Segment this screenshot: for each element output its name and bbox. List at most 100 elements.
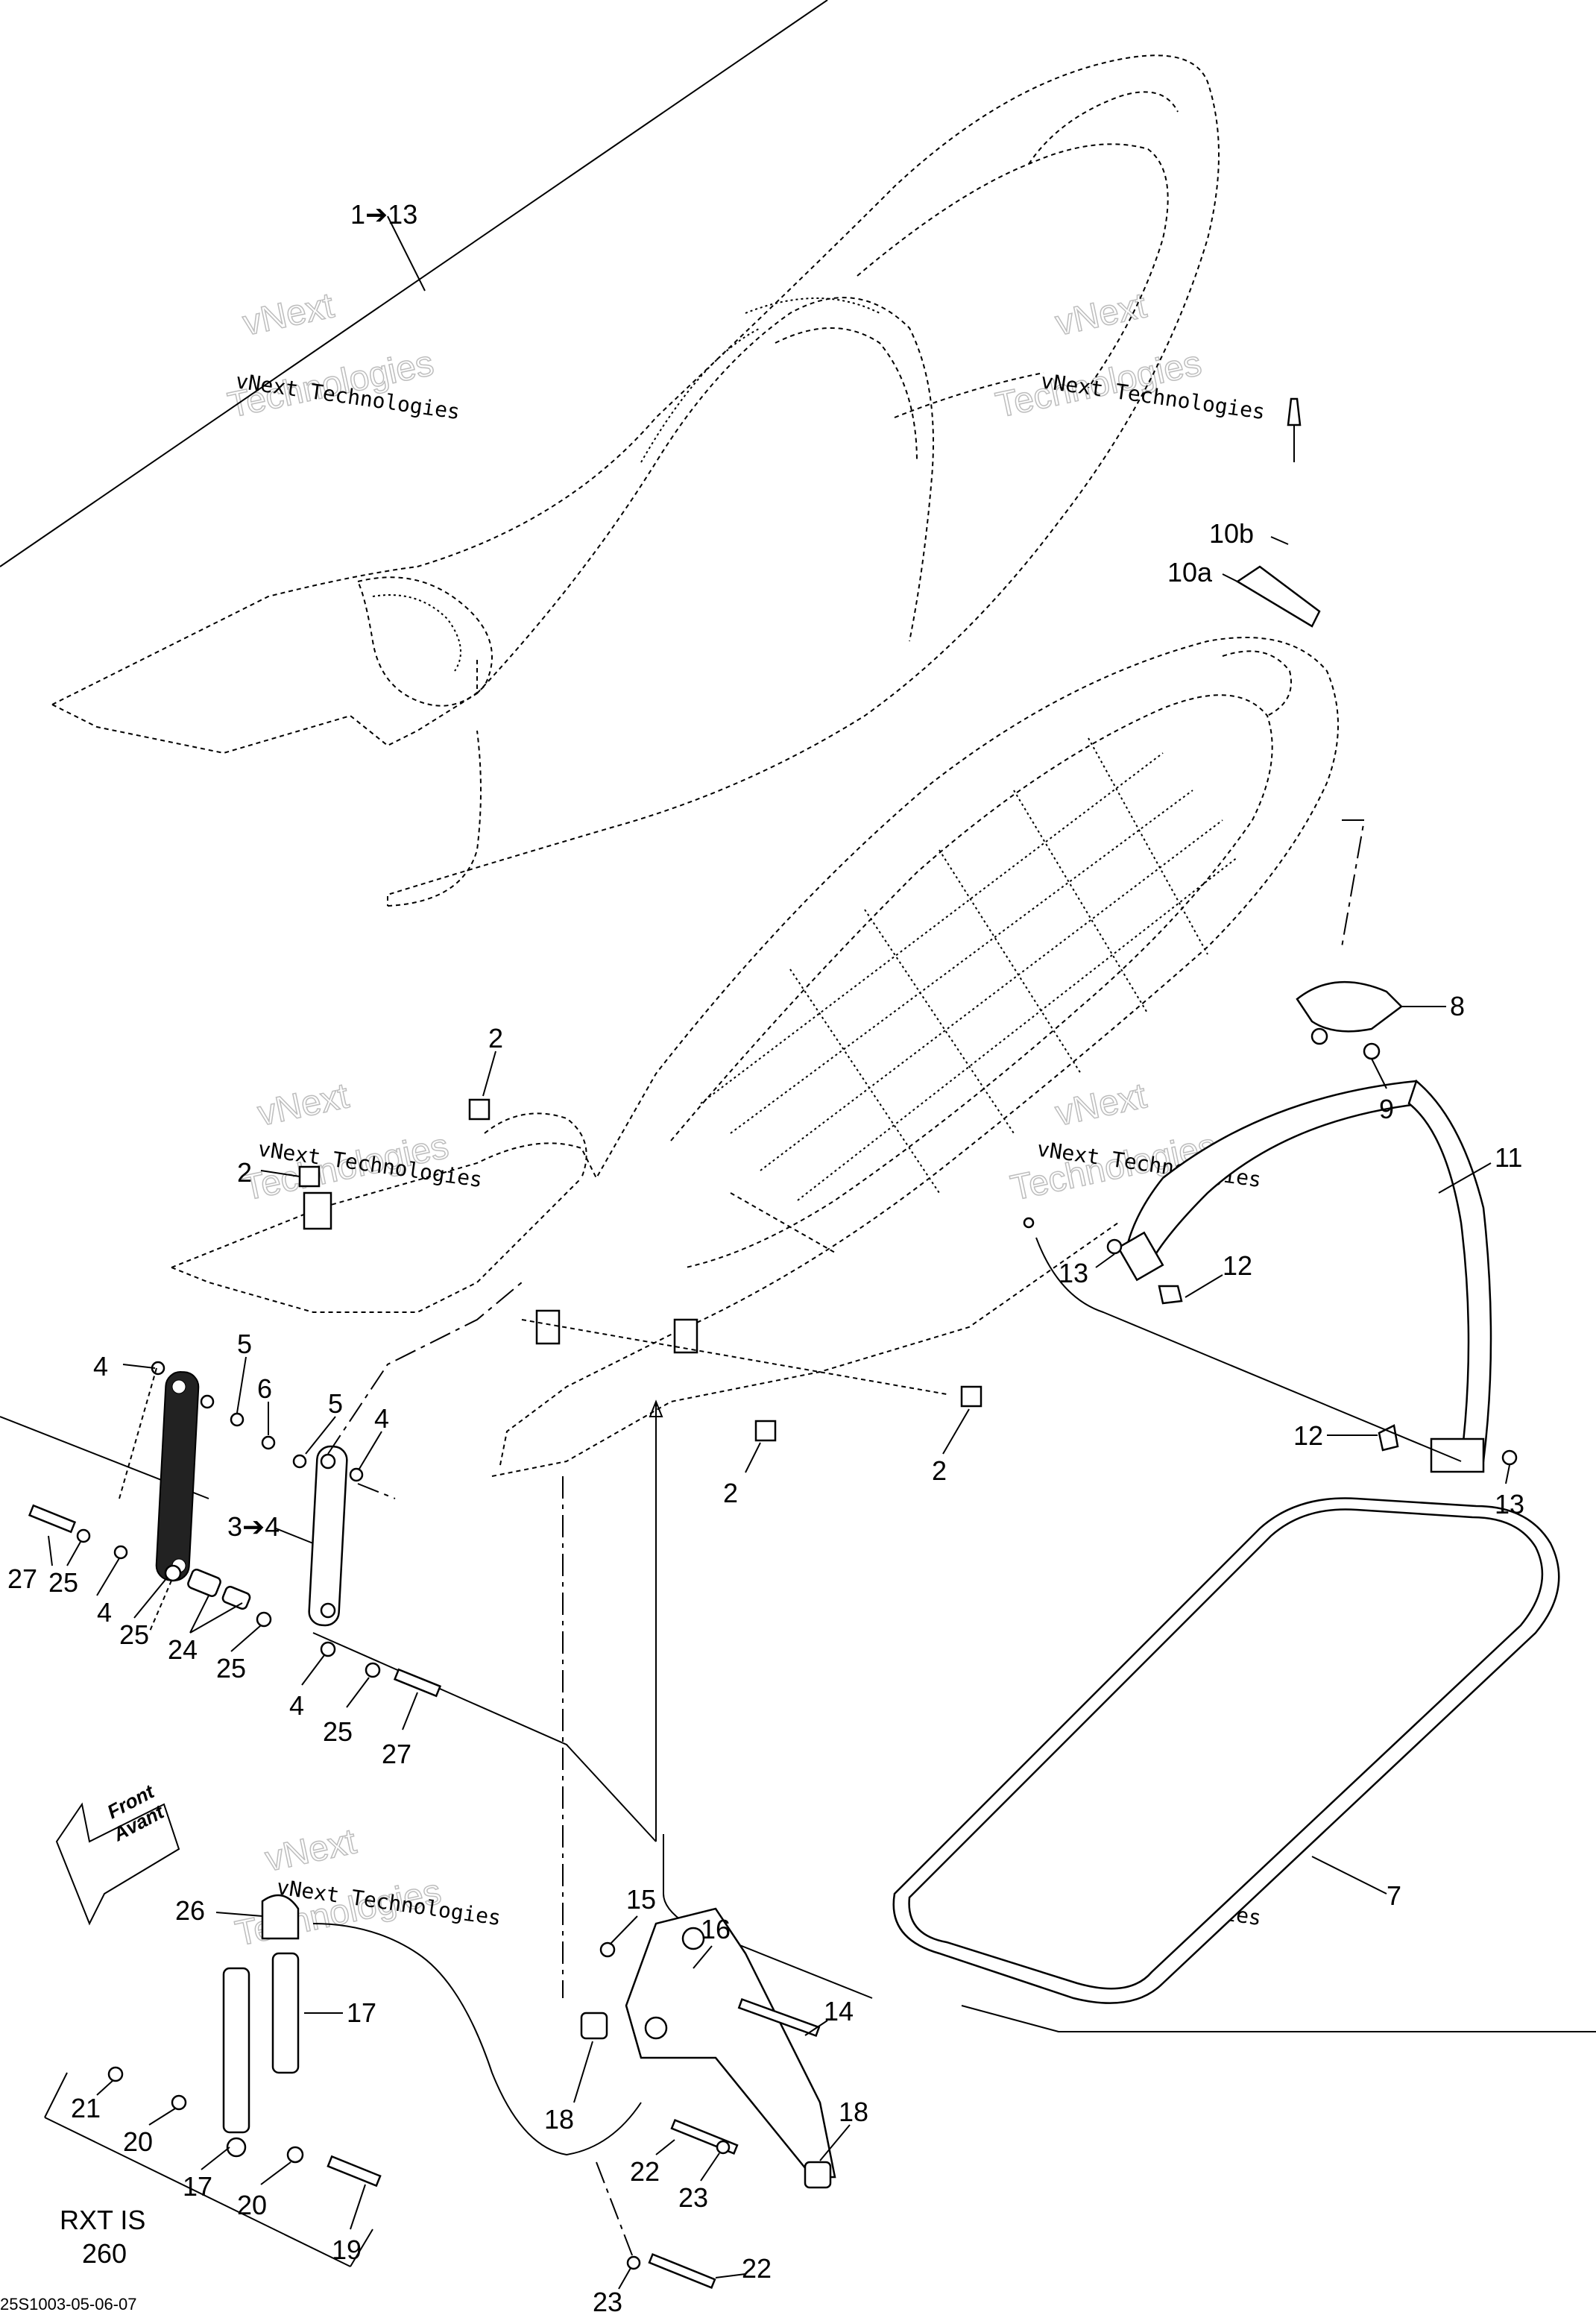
assembly-line [1341, 819, 1366, 948]
seat-rear-contour [857, 143, 1169, 388]
leader-14 [804, 2020, 828, 2036]
callout-25b: 25 [119, 1619, 149, 1650]
callout-22b: 22 [742, 2253, 772, 2284]
callout-17b: 17 [347, 1997, 376, 2028]
callout-9: 9 [1379, 1094, 1394, 1124]
seat-top-seam [745, 297, 880, 314]
leader-18a [573, 2041, 593, 2103]
shock-bracket [107, 1894, 836, 2290]
leader-4b [359, 1431, 382, 1470]
callout-4a: 4 [93, 1351, 108, 1382]
washer-6 [261, 1435, 276, 1450]
model-bracket: RXT IS 260 [44, 2072, 373, 2269]
plate-10a [1235, 565, 1321, 628]
leader-25c [230, 1625, 262, 1652]
leader-24 [189, 1595, 243, 1634]
callout-10a: 10a [1167, 557, 1213, 588]
callout-20a: 20 [123, 2126, 153, 2157]
bracket-hole [681, 1927, 705, 1950]
callout-24: 24 [168, 1634, 198, 1665]
washer-5c [292, 1454, 307, 1469]
leader-lines [48, 215, 1510, 2290]
leader-27b [402, 1692, 418, 1730]
screw-9a [1310, 1027, 1328, 1045]
strap-end-lower [1430, 1437, 1485, 1473]
leader-20a [148, 2108, 176, 2126]
washer-23b [626, 2255, 641, 2270]
leader-11 [1438, 1162, 1492, 1194]
leader-4c [96, 1557, 120, 1596]
callout-17a: 17 [183, 2171, 212, 2202]
watermark-text: vNext [239, 286, 337, 343]
leader-13b [1505, 1464, 1510, 1484]
seat-front-seam [775, 327, 918, 463]
washer-25b [164, 1564, 182, 1582]
seat-handle-pocket [356, 576, 493, 707]
leader-5a [236, 1356, 247, 1414]
leader-17a [201, 2147, 230, 2170]
nut-2d [960, 1385, 982, 1408]
frame-ribs-cross [789, 737, 1208, 1194]
nut-21 [107, 2066, 124, 2082]
seat-outline [51, 54, 1220, 906]
callout-27a: 27 [7, 1563, 37, 1594]
leader-7 [1311, 1856, 1387, 1894]
screw-9b [1363, 1042, 1381, 1060]
watermark-text: vNext [254, 1076, 352, 1133]
assembly-lines [119, 819, 1462, 2260]
callout-23b: 23 [593, 2287, 622, 2315]
leader-18b [819, 2124, 851, 2161]
callout-2a: 2 [488, 1023, 503, 1053]
shock-17a [222, 1967, 250, 2134]
link-3 [155, 1371, 200, 1581]
mount-26 [261, 1894, 300, 1940]
shock-eye [226, 2137, 247, 2158]
front-direction-arrow: Front Avant [55, 1780, 180, 1926]
pin-10b [1287, 397, 1302, 426]
seal-7-inner [908, 1508, 1544, 1990]
bracket-16 [625, 1907, 836, 2179]
assembly-line [327, 1282, 523, 1499]
watermark-text: vNext [262, 1821, 359, 1879]
seat-front-contour [476, 297, 934, 694]
leader-22a [655, 2139, 675, 2155]
callout-2d: 2 [932, 1455, 947, 1486]
callout-5a: 5 [237, 1329, 252, 1359]
seat-front-curve [387, 730, 482, 907]
callout-27b: 27 [382, 1739, 411, 1769]
bolt-14 [737, 1997, 821, 2038]
washer-4b [349, 1467, 364, 1482]
leader-25d [346, 1677, 370, 1708]
link-4 [308, 1445, 348, 1627]
watermark-3: vNext Technologies vNext Technologies [239, 1076, 485, 1209]
frame-front-lower [171, 1177, 582, 1313]
callout-23a: 23 [678, 2182, 708, 2213]
callout-18b: 18 [839, 2097, 868, 2127]
washer-25c [256, 1611, 272, 1628]
bolt-27a [28, 1504, 77, 1534]
assembly-line [596, 2161, 634, 2260]
callout-26: 26 [175, 1895, 205, 1926]
leader-12a [1185, 1274, 1223, 1298]
callout-6: 6 [257, 1373, 272, 1404]
seat-side-seam [894, 372, 1044, 418]
frame-front-boss [484, 1112, 587, 1179]
frame-clip-front [303, 1191, 332, 1230]
latch-hardware [298, 397, 1518, 1473]
callout-18a: 18 [544, 2104, 574, 2135]
bushing-24b [221, 1585, 251, 1610]
shock-17b [271, 1952, 300, 2074]
callout-16: 16 [701, 1914, 731, 1944]
callout-labels: 1➔13 10b 10a 2 2 2 2 8 9 11 12 12 13 13 … [7, 199, 1524, 2315]
link-3-hole [171, 1379, 186, 1394]
callout-11: 11 [1495, 1142, 1522, 1173]
model-name: RXT IS [60, 2205, 145, 2235]
leader-23a [700, 2152, 720, 2182]
seat-mid-seam [640, 327, 761, 463]
washer-4c [113, 1545, 128, 1560]
seal-7 [892, 1497, 1560, 2004]
frame-rear-boss [1222, 650, 1292, 716]
nut-2b [298, 1165, 321, 1188]
leader-4a [122, 1364, 156, 1369]
